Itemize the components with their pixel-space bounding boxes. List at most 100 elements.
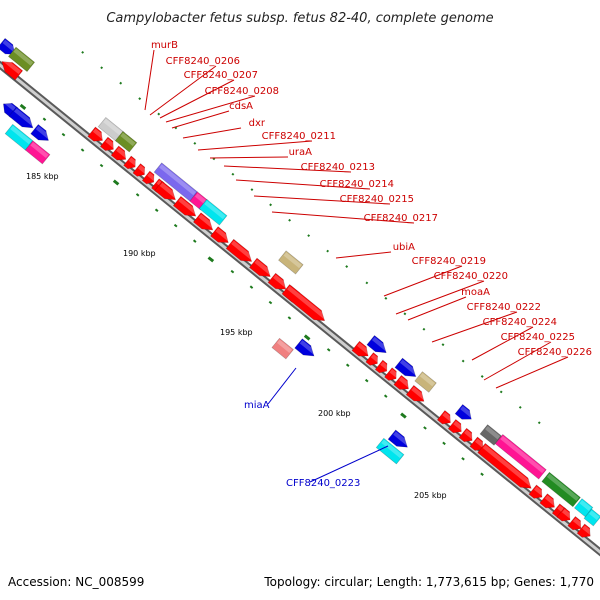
scale-outer-tick xyxy=(441,343,445,347)
gene-feature[interactable] xyxy=(267,272,290,294)
gene-leader-line xyxy=(395,280,485,315)
gene-feature[interactable] xyxy=(494,434,547,480)
gene-label[interactable]: CFF8240_0225 xyxy=(501,332,575,343)
gene-label[interactable]: cdsA xyxy=(229,101,253,112)
scale-outer-tick xyxy=(345,265,349,268)
gene-feature[interactable] xyxy=(210,226,233,248)
gene-feature[interactable] xyxy=(87,126,106,145)
gene-feature[interactable] xyxy=(576,523,594,541)
gene-feature[interactable] xyxy=(225,238,255,266)
gene-label[interactable]: CFF8240_0215 xyxy=(340,194,414,205)
gene-feature[interactable] xyxy=(458,427,476,445)
gene-feature[interactable] xyxy=(394,357,420,381)
scale-minor-tick xyxy=(42,117,47,121)
gene-feature[interactable] xyxy=(294,338,318,361)
scale-label: 185 kbp xyxy=(26,172,59,181)
gene-label[interactable]: ubiA xyxy=(393,242,415,253)
gene-feature[interactable] xyxy=(192,212,216,235)
map-title: Campylobacter fetus subsp. fetus 82-40, … xyxy=(106,11,493,26)
gene-leader-line xyxy=(165,95,256,123)
gene-feature[interactable] xyxy=(30,124,53,145)
scale-minor-tick xyxy=(461,457,465,461)
gene-label[interactable]: dxr xyxy=(249,118,266,129)
gene-label[interactable]: CFF8240_0213 xyxy=(301,162,375,173)
scale-minor-tick xyxy=(154,208,159,212)
gene-feature[interactable] xyxy=(583,508,600,527)
gene-label[interactable]: CFF8240_0223 xyxy=(286,478,360,489)
gene-label[interactable]: CFF8240_0211 xyxy=(262,131,336,142)
gene-label[interactable]: CFF8240_0214 xyxy=(320,179,394,190)
gene-label[interactable]: CFF8240_0224 xyxy=(483,317,557,328)
scale-outer-tick xyxy=(326,249,330,253)
gene-leader-line xyxy=(209,156,289,159)
gene-feature[interactable] xyxy=(541,471,581,508)
gene-label[interactable]: miaA xyxy=(244,400,270,411)
gene-feature[interactable] xyxy=(172,195,199,220)
gene-feature[interactable] xyxy=(528,484,546,502)
gene-label[interactable]: uraA xyxy=(289,147,313,158)
gene-feature[interactable] xyxy=(374,359,390,376)
gene-leader-line xyxy=(159,79,235,119)
gene-label[interactable]: CFF8240_0206 xyxy=(166,56,240,67)
gene-feature[interactable] xyxy=(539,493,558,512)
scale-minor-tick xyxy=(287,316,292,320)
scale-outer-tick xyxy=(480,375,484,378)
gene-feature[interactable] xyxy=(198,198,228,226)
gene-feature[interactable] xyxy=(405,384,428,406)
gene-feature[interactable] xyxy=(365,352,381,369)
gene-label[interactable]: CFF8240_0208 xyxy=(205,86,279,97)
scale-outer-tick xyxy=(307,234,311,238)
gene-feature[interactable] xyxy=(436,410,454,428)
gene-feature[interactable] xyxy=(351,340,372,360)
scale-outer-tick xyxy=(100,66,104,70)
gene-leader-line xyxy=(335,251,392,259)
gene-feature[interactable] xyxy=(447,419,465,436)
gene-leader-line xyxy=(309,445,389,483)
scale-minor-tick xyxy=(345,363,350,367)
gene-feature[interactable] xyxy=(414,371,437,393)
gene-label[interactable]: CFF8240_0222 xyxy=(467,302,541,313)
gene-label[interactable]: CFF8240_0207 xyxy=(184,70,258,81)
scale-label: 195 kbp xyxy=(220,328,253,337)
gene-label[interactable]: CFF8240_0219 xyxy=(412,256,486,267)
gene-feature[interactable] xyxy=(366,335,390,357)
gene-feature[interactable] xyxy=(454,404,475,423)
gene-leader-line xyxy=(495,356,569,389)
backbone xyxy=(0,60,600,557)
gene-feature[interactable] xyxy=(477,442,535,493)
gene-feature[interactable] xyxy=(567,516,585,533)
gene-feature[interactable] xyxy=(384,367,400,384)
gene-feature[interactable] xyxy=(123,155,139,172)
gene-feature[interactable] xyxy=(248,257,274,281)
gene-feature[interactable] xyxy=(7,46,36,73)
gene-feature[interactable] xyxy=(8,106,37,133)
scale-minor-tick xyxy=(268,300,273,305)
gene-label[interactable]: CFF8240_0220 xyxy=(434,271,508,282)
gene-feature[interactable] xyxy=(375,437,405,465)
gene-feature[interactable] xyxy=(132,163,148,180)
gene-label[interactable]: CFF8240_0226 xyxy=(518,347,592,358)
gene-label[interactable]: CFF8240_0217 xyxy=(364,213,438,224)
gene-feature[interactable] xyxy=(281,284,328,326)
gene-feature[interactable] xyxy=(4,123,34,151)
gene-feature[interactable] xyxy=(0,57,24,81)
gene-label[interactable]: moaA xyxy=(461,287,490,298)
gene-feature[interactable] xyxy=(271,337,294,360)
gene-label[interactable]: murB xyxy=(151,40,178,51)
gene-feature[interactable] xyxy=(556,507,574,525)
scale-outer-tick xyxy=(157,112,161,116)
gene-leader-line xyxy=(223,165,352,173)
gene-feature[interactable] xyxy=(573,498,594,518)
gene-feature[interactable] xyxy=(387,429,411,452)
gene-feature[interactable] xyxy=(278,250,304,275)
scale-outer-tick xyxy=(193,141,197,145)
gene-feature[interactable] xyxy=(110,145,129,164)
gene-feature[interactable] xyxy=(393,374,412,393)
gene-feature[interactable] xyxy=(469,436,487,454)
scale-minor-tick xyxy=(192,239,197,243)
gene-feature[interactable] xyxy=(141,170,157,187)
gene-feature[interactable] xyxy=(114,130,138,153)
gene-feature[interactable] xyxy=(154,180,180,204)
gene-feature[interactable] xyxy=(99,136,117,154)
gene-feature[interactable] xyxy=(24,140,51,165)
